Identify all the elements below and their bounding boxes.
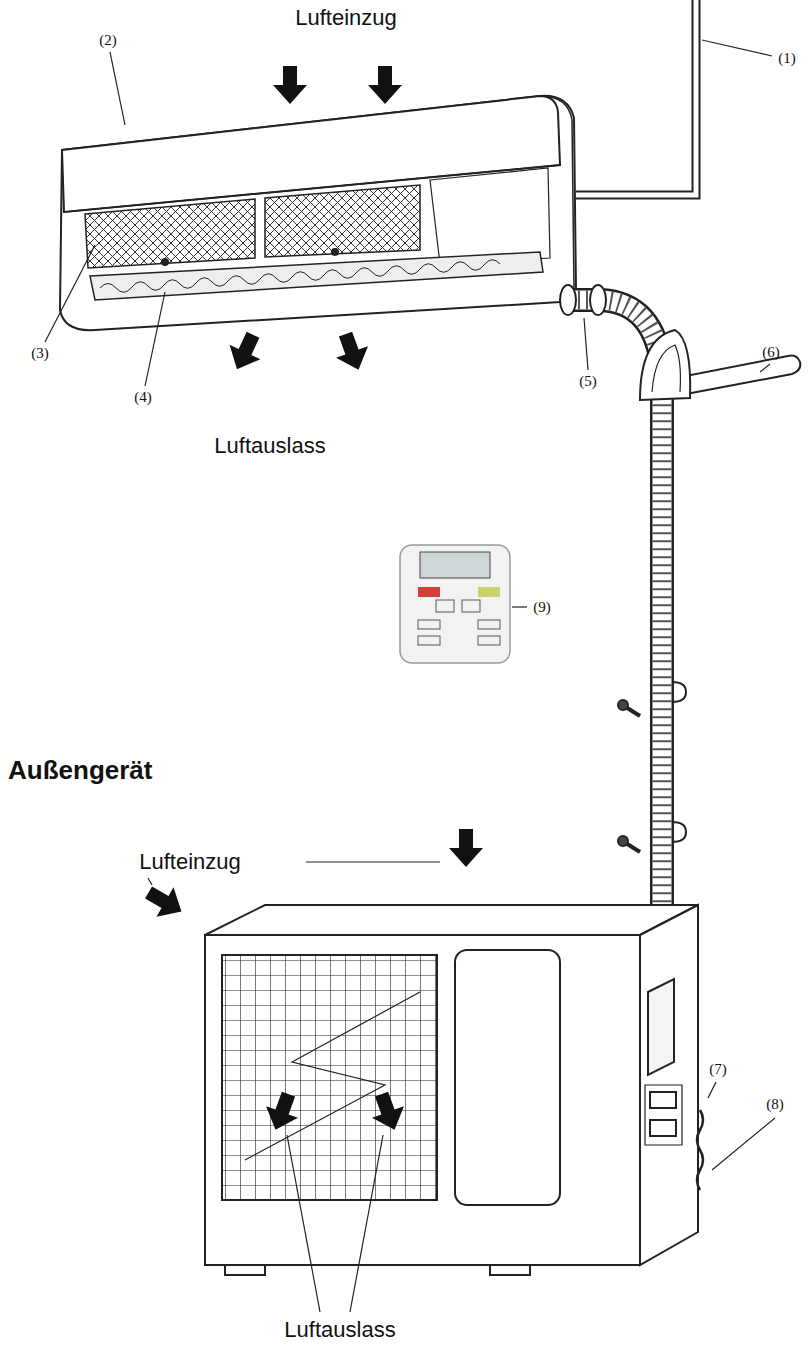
leader-line [350, 1135, 383, 1312]
foot [225, 1265, 265, 1275]
callout-number: (4) [134, 389, 152, 406]
callout-number: (5) [579, 373, 597, 390]
remote-button [478, 636, 500, 645]
louver-blades [100, 260, 500, 293]
hose-ring [560, 285, 576, 315]
intake-arrow [449, 829, 483, 867]
display-recess [430, 168, 550, 264]
sleeve-inner [652, 345, 680, 392]
sleeve-cap [640, 330, 690, 400]
leader-line [512, 606, 527, 607]
fasteners [618, 682, 686, 852]
airflow-arrows [140, 66, 483, 1136]
grille-wire [245, 992, 420, 1160]
side-cap [540, 96, 574, 290]
leader-line [110, 52, 125, 125]
outdoor-side [640, 905, 698, 1265]
screw-head [618, 700, 628, 710]
service-valve [650, 1120, 676, 1136]
pipe-core [576, 0, 696, 195]
pipe-clip [672, 822, 686, 842]
valve-bracket [645, 1085, 682, 1145]
remote-button [418, 620, 440, 629]
airflow-label: Luftauslass [214, 434, 325, 458]
callout-number: (8) [766, 1096, 784, 1113]
remote-button-red [418, 587, 440, 597]
outdoor-top [205, 905, 698, 935]
airflow-label: Lufteinzug [295, 6, 397, 30]
leader-line [584, 318, 588, 370]
callout-number: (2) [99, 32, 117, 49]
connection-pipe [576, 0, 696, 195]
air-filter [85, 199, 255, 268]
airflow-label: Luftauslass [284, 1318, 395, 1342]
leader-line [702, 40, 772, 56]
remote-display [420, 552, 490, 578]
leader-line [45, 245, 95, 342]
hose-ring [590, 285, 606, 315]
callout-number: (6) [762, 344, 780, 361]
airflow-label: Lufteinzug [139, 850, 241, 874]
intake-arrow [140, 878, 190, 926]
side-panel [455, 950, 560, 1205]
intake-arrow [368, 66, 402, 104]
outlet-arrow [330, 328, 375, 375]
filter-knob [332, 249, 338, 255]
fan-grille [222, 955, 437, 1200]
air-filter [265, 185, 420, 257]
leader-line [760, 364, 770, 372]
remote-body [400, 545, 510, 663]
pipe-clip [672, 682, 686, 702]
remote-control [400, 545, 510, 663]
callout-number: (7) [709, 1061, 727, 1078]
outlet-arrow [260, 1088, 305, 1135]
leader-line [148, 878, 152, 885]
indoor-body [60, 96, 576, 330]
remote-button [462, 600, 480, 612]
control-box [648, 979, 674, 1075]
callout-number: (1) [778, 50, 796, 67]
drain-hose [697, 1110, 703, 1190]
outlet-arrow [222, 328, 269, 377]
leader-lines [45, 40, 775, 1312]
leader-line [287, 1135, 320, 1312]
outdoor-unit [205, 905, 703, 1275]
filter-knob [162, 259, 168, 265]
remote-button [478, 620, 500, 629]
pipe-outline [576, 0, 696, 195]
screw-head [618, 836, 628, 846]
leader-line [145, 292, 165, 386]
indoor-unit [60, 96, 576, 330]
remote-button-green [478, 587, 500, 597]
callout-number: (9) [533, 599, 551, 616]
louver-slot [90, 252, 543, 300]
wall-sleeve [640, 330, 800, 400]
remote-button [436, 600, 454, 612]
leader-line [712, 1118, 775, 1170]
remote-button [418, 636, 440, 645]
section-heading: Außengerät [8, 756, 152, 785]
service-valve [650, 1092, 676, 1108]
leader-line [708, 1082, 716, 1098]
intake-arrow [273, 66, 307, 104]
foot [490, 1265, 530, 1275]
outdoor-front [205, 935, 640, 1265]
outlet-arrow [366, 1088, 411, 1135]
callout-number: (3) [31, 345, 49, 362]
leader-line [306, 861, 440, 862]
